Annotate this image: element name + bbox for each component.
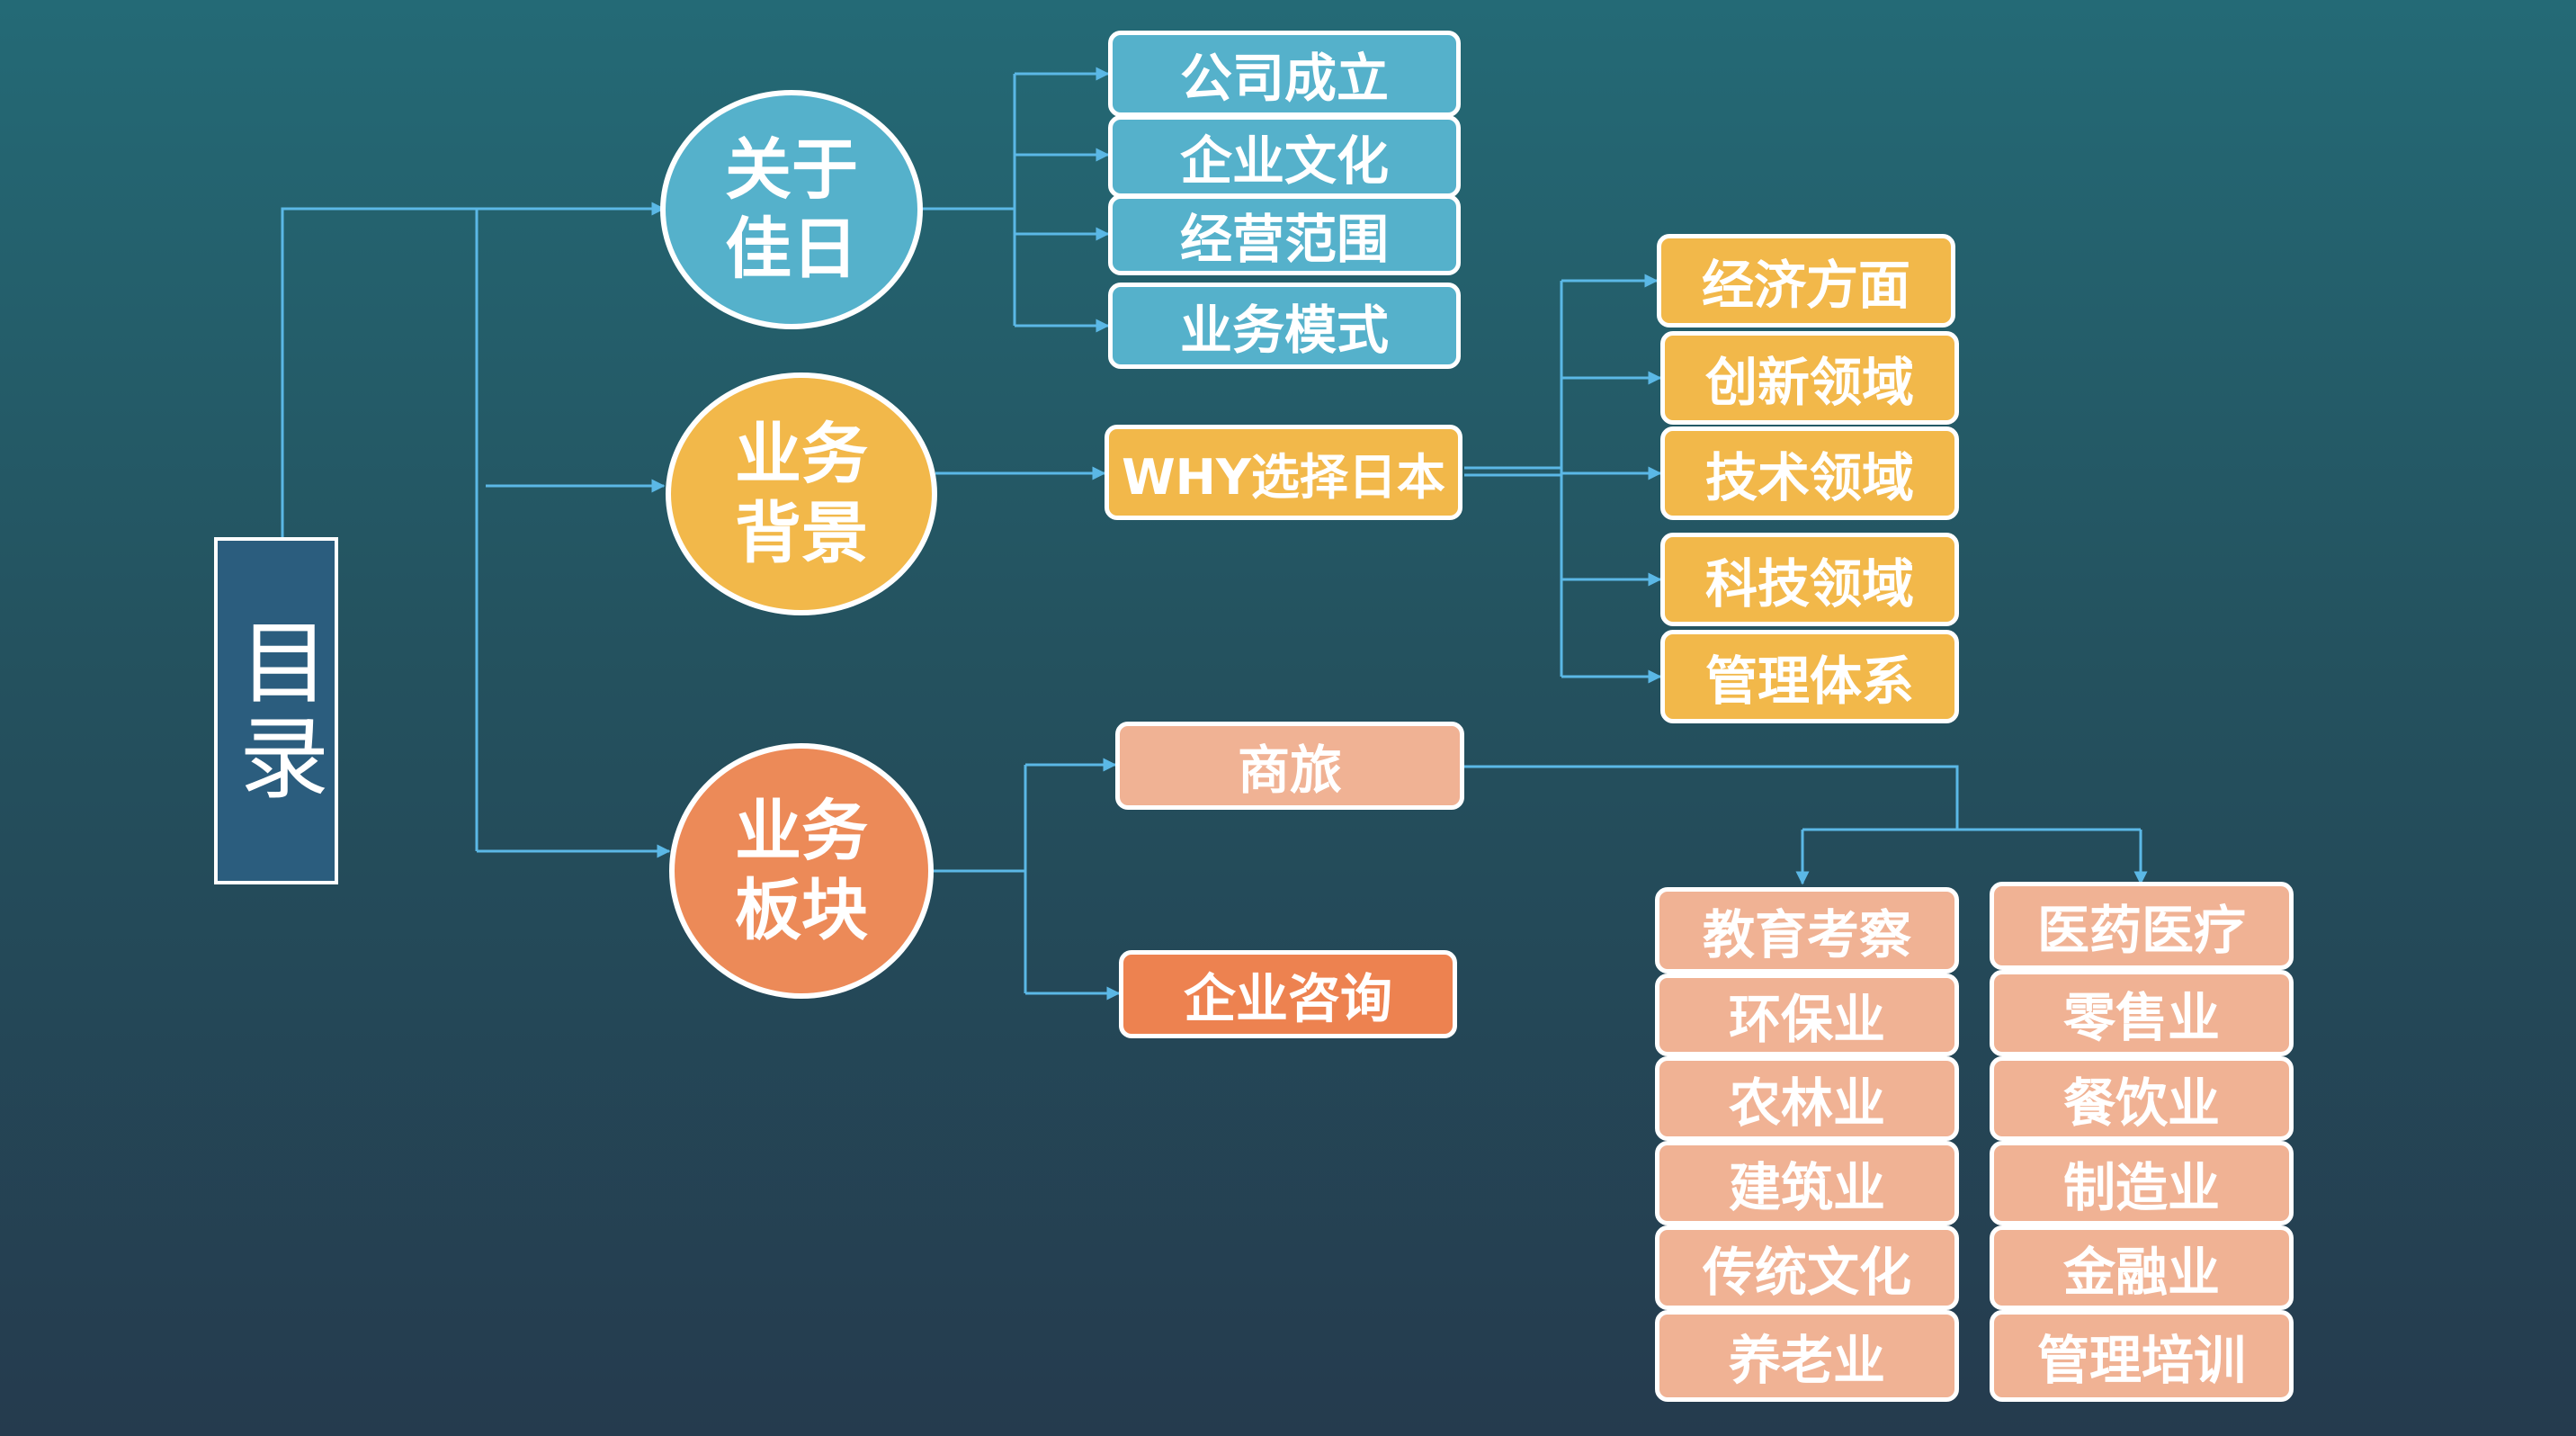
- industry-medical[interactable]: 医药医疗: [1990, 882, 2294, 970]
- industry-catering[interactable]: 餐饮业: [1990, 1056, 2294, 1141]
- reason-innovation[interactable]: 创新领域: [1660, 331, 1959, 425]
- about-item-model[interactable]: 业务模式: [1108, 283, 1461, 369]
- industry-construction[interactable]: 建筑业: [1655, 1141, 1959, 1225]
- reason-economy[interactable]: 经济方面: [1657, 234, 1955, 328]
- branch-about[interactable]: 关于佳日: [660, 90, 923, 329]
- industry-elderly-care[interactable]: 养老业: [1655, 1310, 1959, 1402]
- about-item-culture[interactable]: 企业文化: [1108, 115, 1461, 198]
- root-to-about: [281, 202, 666, 537]
- reason-technique[interactable]: 技术领域: [1660, 426, 1959, 520]
- about-item-founding[interactable]: 公司成立: [1108, 31, 1461, 117]
- branch-sectors-label: 业务板块: [735, 793, 868, 949]
- why-japan-box[interactable]: WHY选择日本: [1105, 425, 1462, 520]
- industry-education[interactable]: 教育考察: [1655, 887, 1959, 974]
- industry-finance[interactable]: 金融业: [1990, 1225, 2294, 1310]
- industry-manufacturing[interactable]: 制造业: [1990, 1141, 2294, 1225]
- reason-science[interactable]: 科技领域: [1660, 533, 1959, 626]
- sector-consulting[interactable]: 企业咨询: [1119, 950, 1457, 1038]
- root-directory: 目录: [214, 537, 338, 884]
- reason-management[interactable]: 管理体系: [1660, 630, 1959, 723]
- branch-background-label: 业务背景: [735, 416, 868, 572]
- industry-management-training[interactable]: 管理培训: [1990, 1310, 2294, 1402]
- branch-about-label: 关于佳日: [725, 131, 858, 288]
- about-item-scope[interactable]: 经营范围: [1108, 194, 1461, 275]
- branch-background[interactable]: 业务背景: [666, 372, 937, 615]
- industry-traditional-culture[interactable]: 传统文化: [1655, 1225, 1959, 1310]
- industry-agriculture[interactable]: 农林业: [1655, 1056, 1959, 1141]
- sector-travel[interactable]: 商旅: [1115, 722, 1464, 810]
- industry-environment[interactable]: 环保业: [1655, 974, 1959, 1056]
- industry-retail[interactable]: 零售业: [1990, 970, 2294, 1056]
- branch-sectors[interactable]: 业务板块: [669, 743, 934, 999]
